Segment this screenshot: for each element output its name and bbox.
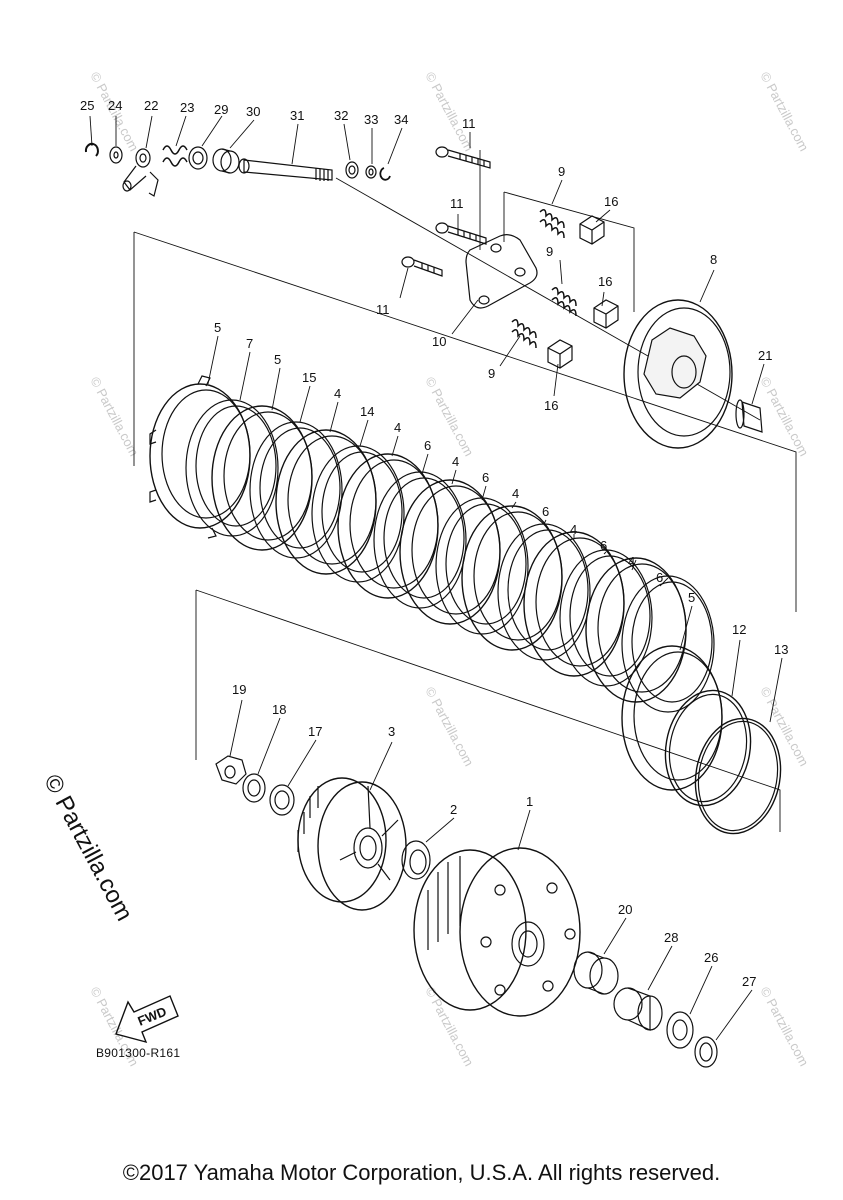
- callout: 6: [542, 504, 549, 519]
- steel-plate: [435, 497, 529, 635]
- callout: 3: [388, 724, 395, 739]
- callout: 4: [394, 420, 401, 435]
- push-rod-assembly: [84, 142, 391, 197]
- watermarks: © Partzilla.com © Partzilla.com © Partzi…: [87, 69, 811, 1068]
- callout: 27: [742, 974, 756, 989]
- friction-plate: [337, 453, 439, 599]
- pressure-plate-group: [401, 146, 763, 449]
- friction-plate: [275, 429, 377, 575]
- bolt: [401, 256, 443, 277]
- callout: 32: [334, 108, 348, 123]
- steel-plate: [311, 445, 405, 583]
- callout: 14: [360, 404, 374, 419]
- callout: 6: [424, 438, 431, 453]
- callout: 6: [482, 470, 489, 485]
- callout: 13: [774, 642, 788, 657]
- fwd-arrow-icon: [115, 995, 179, 1044]
- callout: 34: [394, 112, 408, 127]
- callout: 11: [462, 116, 476, 131]
- callout: 4: [570, 522, 577, 537]
- diagram-reference: B901300-R161: [96, 1046, 181, 1060]
- friction-plate: [461, 505, 563, 651]
- callout: 5: [688, 590, 695, 605]
- callout: 28: [664, 930, 678, 945]
- callout: 16: [598, 274, 612, 289]
- callout: 12: [732, 622, 746, 637]
- callout: 24: [108, 98, 122, 113]
- friction-plate: [621, 645, 723, 791]
- callout: 10: [432, 334, 446, 349]
- callout: 6: [656, 570, 663, 585]
- callout: 21: [758, 348, 772, 363]
- callout-numbers: 25 24 22 23 29 30 31 32 33 34 11 11 11 9…: [80, 98, 788, 989]
- callout: 29: [214, 102, 228, 117]
- clutch-hub-group: [215, 755, 718, 1068]
- callout: 9: [488, 366, 495, 381]
- callout: 4: [334, 386, 341, 401]
- steel-plate: [559, 549, 653, 687]
- friction-plate: [149, 375, 251, 539]
- ring: [664, 689, 752, 807]
- steel-plate: [249, 421, 343, 559]
- callout: 7: [246, 336, 253, 351]
- callout: 16: [604, 194, 618, 209]
- bolt: [435, 146, 491, 169]
- friction-plate: [211, 405, 313, 551]
- watermark: © Partzilla.com: [757, 984, 811, 1068]
- callout: 30: [246, 104, 260, 119]
- friction-plate: [523, 531, 625, 677]
- watermark: © Partzilla.com: [422, 684, 476, 768]
- callout: 4: [628, 554, 635, 569]
- callout: 33: [364, 112, 378, 127]
- steel-plate: [373, 471, 467, 609]
- callout: 16: [544, 398, 558, 413]
- bolt: [435, 222, 487, 245]
- leader-lines: [89, 115, 783, 1041]
- callout: 9: [546, 244, 553, 259]
- callout: 8: [710, 252, 717, 267]
- ring: [694, 717, 782, 835]
- callout: 11: [450, 196, 464, 211]
- fwd-label: FWD: [136, 1004, 169, 1029]
- callout: 15: [302, 370, 316, 385]
- callout: 26: [704, 950, 718, 965]
- callout: 2: [450, 802, 457, 817]
- steel-plate: [621, 575, 715, 713]
- callout: 6: [600, 538, 607, 553]
- callout: 5: [274, 352, 281, 367]
- watermark: © Partzilla.com: [757, 684, 811, 768]
- callout: 5: [214, 320, 221, 335]
- callout: 4: [512, 486, 519, 501]
- callout: 31: [290, 108, 304, 123]
- callout: 4: [452, 454, 459, 469]
- callout: 11: [376, 302, 390, 317]
- callout: 23: [180, 100, 194, 115]
- callout: 17: [308, 724, 322, 739]
- watermark: © Partzilla.com: [757, 69, 811, 153]
- friction-plate: [585, 557, 687, 703]
- friction-plate: [399, 479, 501, 625]
- callout: 18: [272, 702, 286, 717]
- callout: 22: [144, 98, 158, 113]
- watermark: © Partzilla.com: [422, 69, 476, 153]
- watermark: © Partzilla.com: [757, 374, 811, 458]
- callout: 20: [618, 902, 632, 917]
- callout: 9: [558, 164, 565, 179]
- copyright-notice: ©2017 Yamaha Motor Corporation, U.S.A. A…: [122, 1160, 721, 1185]
- clutch-plate-stack: [133, 231, 797, 835]
- callout: 19: [232, 682, 246, 697]
- callout: 1: [526, 794, 533, 809]
- watermark: © Partzilla.com: [422, 984, 476, 1068]
- callout: 25: [80, 98, 94, 113]
